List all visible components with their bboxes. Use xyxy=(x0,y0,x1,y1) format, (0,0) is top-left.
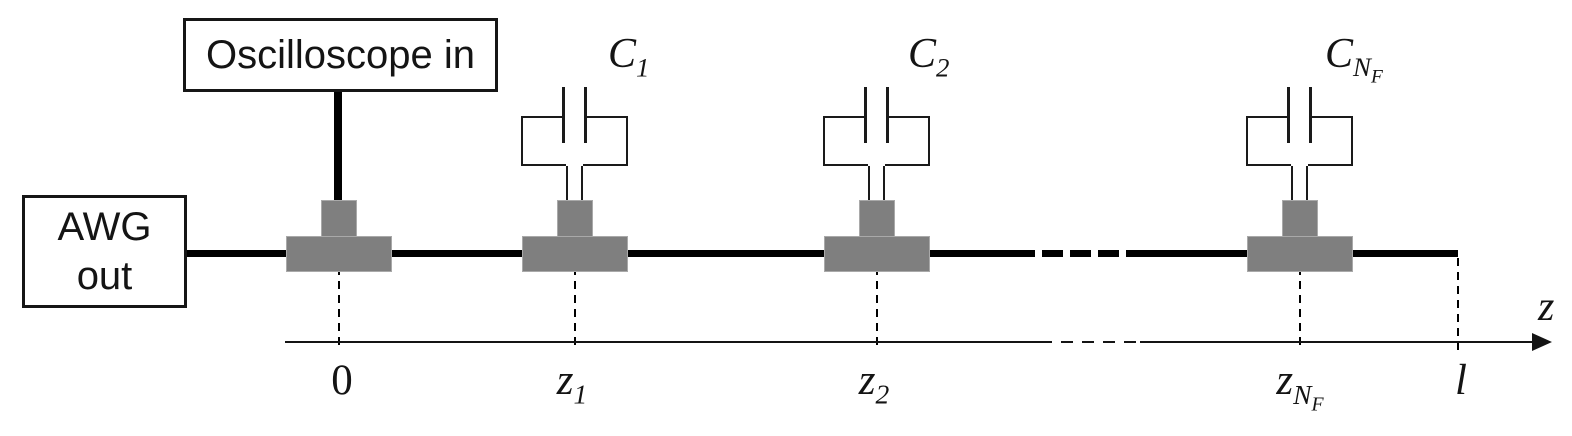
tee-connector-znf xyxy=(1247,200,1353,272)
axis-tick-label-0: 0 xyxy=(331,356,353,405)
math-symbol: z xyxy=(556,357,574,404)
capacitor-lead xyxy=(566,166,568,200)
awg-box: AWG out xyxy=(22,195,187,308)
capacitor-body-edge xyxy=(521,116,523,166)
tick-dashed-line-z1 xyxy=(574,253,576,351)
tee-stub xyxy=(859,200,895,237)
tee-bar xyxy=(286,236,392,272)
capacitor-body-edge xyxy=(823,116,865,118)
math-symbol: N xyxy=(1353,52,1371,83)
math-subscript: 2 xyxy=(936,52,950,83)
tee-connector-z1 xyxy=(522,200,628,272)
capacitor-lead xyxy=(883,166,885,200)
capacitor-c1 xyxy=(521,87,628,200)
tee-bar xyxy=(1247,236,1353,272)
axis-tick-label-znf: zNF xyxy=(1276,356,1323,414)
capacitor-plate-icon xyxy=(562,87,565,143)
capacitor-body-edge xyxy=(823,164,868,166)
tee-stub xyxy=(321,200,357,237)
math-subscript: NF xyxy=(1353,52,1383,87)
capacitor-lead xyxy=(581,166,583,200)
math-subscript: 1 xyxy=(636,52,650,83)
awg-box-label-line2: out xyxy=(76,253,133,298)
tick-dashed-line-0 xyxy=(338,253,340,351)
capacitor-body-edge xyxy=(888,116,930,118)
main-line-segment-break-dashes xyxy=(1035,250,1141,257)
z-axis-name-label: z xyxy=(1538,283,1554,331)
tee-bar xyxy=(824,236,930,272)
math-symbol: z xyxy=(1538,284,1555,330)
oscilloscope-box-label: Oscilloscope in xyxy=(205,32,475,77)
math-sub-subscript: F xyxy=(1370,66,1383,88)
capacitor-body-edge xyxy=(583,164,628,166)
math-symbol: z xyxy=(1276,357,1294,404)
capacitor-lead xyxy=(868,166,870,200)
capacitor-body-edge xyxy=(1246,116,1248,166)
capacitor-body-edge xyxy=(521,164,566,166)
capacitor-lead xyxy=(1306,166,1308,200)
z-axis-line-right xyxy=(1140,341,1534,343)
capacitor-plate-icon xyxy=(886,87,889,143)
math-subscript: NF xyxy=(1293,378,1323,414)
capacitor-body-edge xyxy=(928,116,930,166)
awg-box-label-line1: AWG xyxy=(57,204,152,249)
z-axis-line-break-dashes xyxy=(1040,341,1140,343)
tick-dashed-line-z2 xyxy=(876,253,878,351)
math-symbol: C xyxy=(1325,31,1354,77)
oscilloscope-box: Oscilloscope in xyxy=(183,18,498,92)
capacitor-label-c2: C2 xyxy=(908,30,949,81)
capacitor-body-edge xyxy=(823,116,825,166)
tee-connector-z2 xyxy=(824,200,930,272)
capacitor-label-c1: C1 xyxy=(608,30,649,81)
math-symbol: C xyxy=(908,31,937,77)
math-symbol: l xyxy=(1455,357,1467,404)
math-symbol: C xyxy=(608,31,637,77)
tick-dashed-line-znf xyxy=(1299,253,1301,351)
tick-dashed-line-l xyxy=(1457,258,1459,351)
tee-bar xyxy=(522,236,628,272)
capacitor-plate-icon xyxy=(864,87,867,143)
tee-connector-0 xyxy=(286,200,392,272)
oscilloscope-cable xyxy=(334,90,342,202)
tee-stub xyxy=(557,200,593,237)
math-symbol: z xyxy=(858,357,876,404)
capacitor-label-cnf: CNF xyxy=(1325,30,1383,87)
capacitor-body-edge xyxy=(586,116,628,118)
math-sub-subscript: F xyxy=(1311,393,1324,416)
z-axis-line-left xyxy=(285,341,1040,343)
capacitor-body-edge xyxy=(1351,116,1353,166)
capacitor-body-edge xyxy=(1246,164,1291,166)
axis-tick-label-z1: z1 xyxy=(556,356,588,408)
capacitor-cnf xyxy=(1246,87,1353,200)
capacitor-body-edge xyxy=(626,116,628,166)
capacitor-plate-icon xyxy=(584,87,587,143)
z-axis-arrowhead-icon xyxy=(1532,333,1552,351)
capacitor-plate-icon xyxy=(1309,87,1312,143)
capacitor-body-edge xyxy=(885,164,930,166)
capacitor-c2 xyxy=(823,87,930,200)
axis-tick-label-l: l xyxy=(1455,356,1467,405)
capacitor-lead xyxy=(1291,166,1293,200)
axis-tick-label-z2: z2 xyxy=(858,356,890,408)
capacitor-plate-icon xyxy=(1287,87,1290,143)
capacitor-body-edge xyxy=(1311,116,1353,118)
math-symbol: 0 xyxy=(331,357,353,404)
math-symbol: N xyxy=(1293,378,1312,410)
math-subscript: 1 xyxy=(573,378,588,410)
capacitor-body-edge xyxy=(1246,116,1288,118)
capacitor-body-edge xyxy=(521,116,563,118)
capacitor-body-edge xyxy=(1308,164,1353,166)
tee-stub xyxy=(1282,200,1318,237)
math-subscript: 2 xyxy=(875,378,890,410)
